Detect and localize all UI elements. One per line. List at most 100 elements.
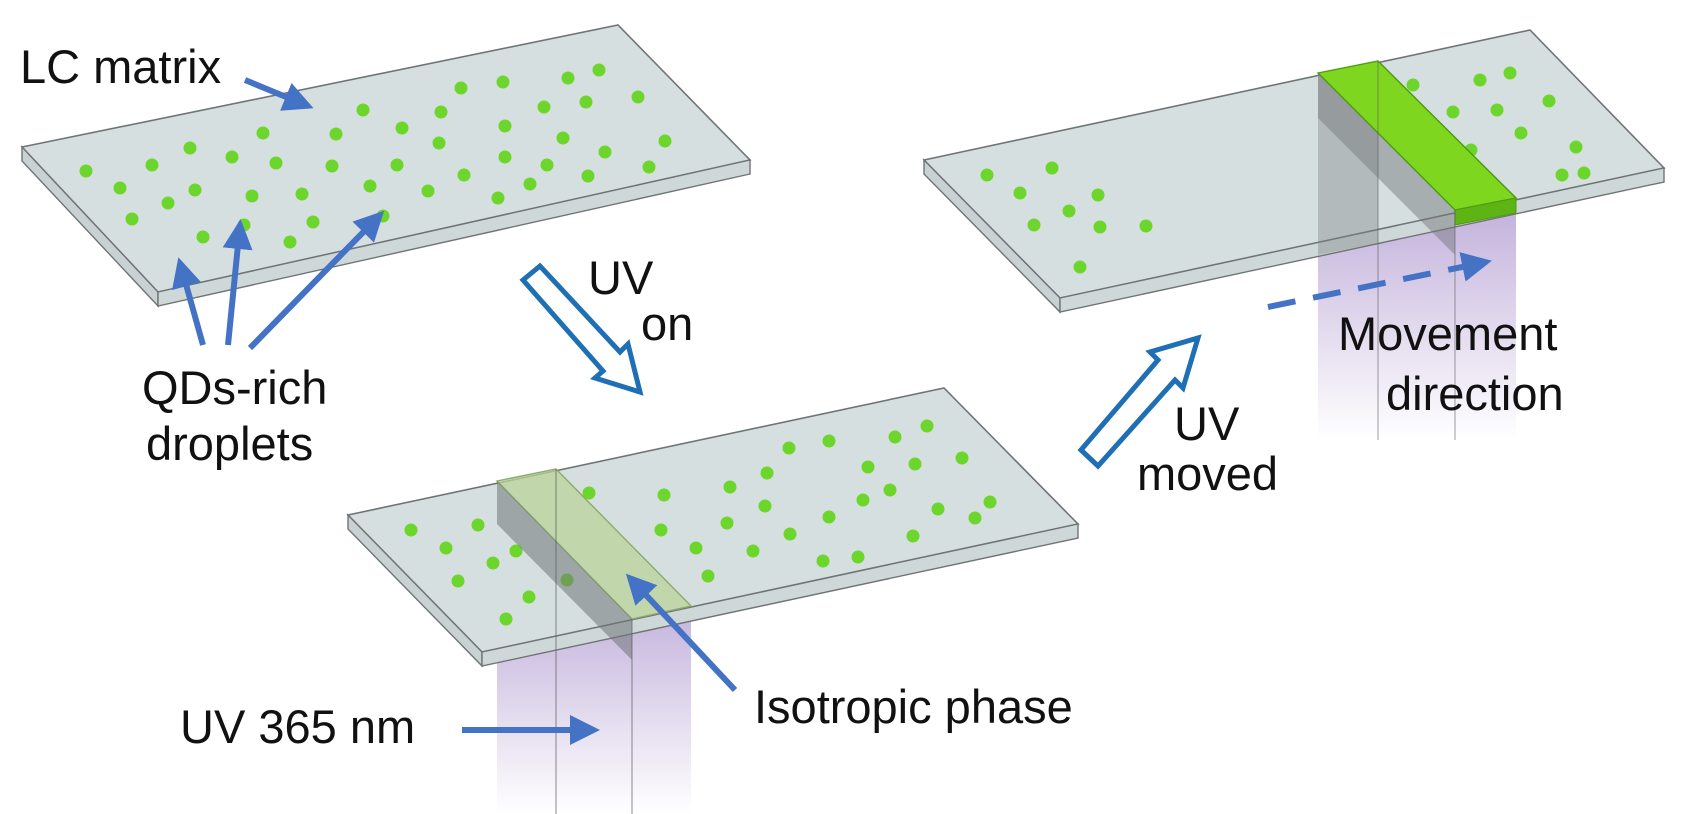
arrow-qd-3 <box>247 210 385 351</box>
uv-moved-process-arrow <box>1077 334 1202 470</box>
qd-droplet <box>1091 188 1105 202</box>
qd-droplet <box>471 518 485 532</box>
qd-droplet <box>499 612 513 626</box>
arrow-qd-2 <box>222 219 253 346</box>
qd-droplet <box>451 574 465 588</box>
qd-droplet <box>689 541 703 555</box>
qd-droplet <box>1577 166 1591 180</box>
qd-droplet <box>496 75 510 89</box>
qd-droplet <box>145 158 159 172</box>
qd-droplet <box>225 150 239 164</box>
qd-droplet <box>1062 204 1076 218</box>
qd-droplet <box>955 451 969 465</box>
qd-droplet <box>1473 73 1487 87</box>
qd-droplet <box>421 184 435 198</box>
qd-droplet <box>1093 220 1107 234</box>
qd-droplet <box>256 126 270 140</box>
qd-droplet <box>356 103 370 117</box>
arrow-lc-matrix <box>243 77 314 111</box>
qd-droplet <box>439 541 453 555</box>
qd-droplet <box>782 441 796 455</box>
qd-droplet <box>125 212 139 226</box>
qd-droplet <box>1073 260 1087 274</box>
qd-droplet <box>509 544 523 558</box>
qd-droplet <box>395 121 409 135</box>
qd-droplet <box>856 493 870 507</box>
qd-droplet <box>888 430 902 444</box>
qd-droplet <box>1027 218 1041 232</box>
qd-droplet <box>498 119 512 133</box>
qd-droplet <box>920 419 934 433</box>
qd-droplet <box>522 590 536 604</box>
uv-on-process-arrow <box>519 262 644 396</box>
qd-droplet <box>760 466 774 480</box>
qd-droplet <box>654 523 668 537</box>
qd-droplet <box>906 529 920 543</box>
qd-droplet <box>822 510 836 524</box>
label-qd-rich-line1: QDs-rich <box>142 361 327 414</box>
label-movement-line1: Movement <box>1338 307 1557 360</box>
lc-slab-initial <box>20 24 752 308</box>
qd-droplet <box>1045 161 1059 175</box>
label-uv-365: UV 365 nm <box>180 700 415 753</box>
qd-droplet <box>1446 105 1460 119</box>
qd-droplet <box>390 158 404 172</box>
qd-droplet <box>269 156 283 170</box>
arrow-isotropic <box>625 573 738 693</box>
label-uv-on-line2: on <box>641 297 693 350</box>
qd-droplet <box>883 483 897 497</box>
label-uv-moved-line1: UV <box>1174 397 1240 450</box>
qd-droplet <box>537 100 551 114</box>
qd-droplet <box>363 179 377 193</box>
qd-droplet <box>579 95 593 109</box>
qd-droplet <box>295 187 309 201</box>
shadow-region-right <box>1318 73 1455 255</box>
qd-droplet <box>434 105 448 119</box>
qd-droplet <box>822 434 836 448</box>
arrow-qd-1 <box>172 257 206 346</box>
qd-droplet <box>1406 78 1420 92</box>
qd-droplet <box>931 502 945 516</box>
lc-slab-uv-on <box>346 387 1080 814</box>
qd-droplet <box>498 150 512 164</box>
qd-droplet <box>561 71 575 85</box>
qd-droplet <box>1542 94 1556 108</box>
qd-droplets-initial <box>79 63 672 249</box>
qd-droplet <box>592 63 606 77</box>
qd-droplet <box>79 164 93 178</box>
qd-droplet <box>1503 66 1517 80</box>
qd-droplet <box>1569 140 1583 154</box>
qd-droplet <box>491 191 505 205</box>
label-uv-on-line1: UV <box>588 251 654 304</box>
qd-droplet <box>1013 186 1027 200</box>
qd-droplet <box>306 215 320 229</box>
qd-droplet <box>783 527 797 541</box>
movement-arrow-dashed <box>1267 252 1492 310</box>
lc-slab-uv-moved <box>922 29 1666 440</box>
qd-droplet <box>113 181 127 195</box>
qd-droplet <box>556 131 570 145</box>
qd-droplet <box>245 189 259 203</box>
qd-droplet <box>642 160 656 174</box>
qd-droplet <box>183 141 197 155</box>
qd-droplet <box>720 516 734 530</box>
qd-droplet <box>581 169 595 183</box>
qd-droplet <box>196 230 210 244</box>
qd-droplet <box>1514 126 1528 140</box>
label-qd-rich-line2: droplets <box>146 417 313 470</box>
qd-droplet <box>983 495 997 509</box>
qd-droplet <box>746 544 760 558</box>
qd-droplet <box>283 235 297 249</box>
qd-droplet <box>161 196 175 210</box>
qd-droplet <box>454 81 468 95</box>
label-movement-line2: direction <box>1386 367 1564 420</box>
qd-droplet <box>1139 219 1153 233</box>
qd-droplet <box>701 569 715 583</box>
qd-droplet <box>851 550 865 564</box>
label-uv-moved-line2: moved <box>1137 447 1278 500</box>
qd-droplet <box>816 554 830 568</box>
qd-droplet <box>758 499 772 513</box>
shadow-region-left <box>497 481 632 660</box>
qd-droplet <box>908 457 922 471</box>
